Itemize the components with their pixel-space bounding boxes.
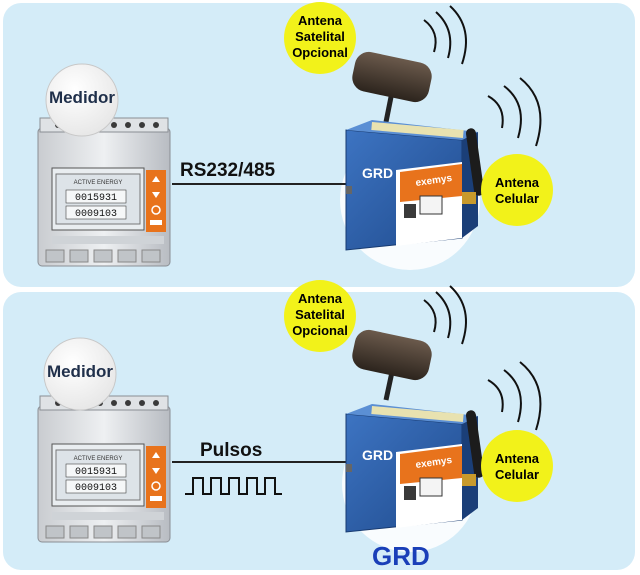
top-row: ACTIVE ENERGY 0015931 0009103 xyxy=(37,2,553,270)
grd-device: GRD exemys xyxy=(345,404,478,533)
energy-meter: ACTIVE ENERGY 0015931 0009103 xyxy=(37,395,171,543)
pulse-waveform xyxy=(185,477,282,495)
satellite-label-line-3: Opcional xyxy=(292,45,348,60)
satellite-callout xyxy=(284,2,356,74)
meter-bubble xyxy=(45,63,119,137)
cellular-waves xyxy=(487,77,542,147)
meter-reading-1: 0015931 xyxy=(75,467,117,478)
satellite-waves xyxy=(423,285,467,345)
satellite-antenna-label: Antena Satelital Opcional xyxy=(284,291,356,339)
device-label: GRD xyxy=(362,447,393,463)
meter-label: Medidor xyxy=(48,88,116,107)
cellular-callout xyxy=(481,430,553,502)
satellite-label-line-1: Antena xyxy=(297,291,343,306)
cellular-label-line-1: Antena xyxy=(494,451,540,466)
cellular-label-line-2: Celular xyxy=(494,191,540,206)
meter-reading-2: 0009103 xyxy=(75,483,117,494)
satellite-label-line-2: Satelital xyxy=(295,29,345,44)
meter-reading-2: 0009103 xyxy=(75,209,117,220)
meter-reading-1: 0015931 xyxy=(75,193,117,204)
satellite-antenna xyxy=(352,329,432,401)
satellite-label-line-1: Antena xyxy=(297,13,343,28)
device-brand: exemys xyxy=(415,173,453,189)
pulse-label: Pulsos xyxy=(200,440,263,461)
rs232-label: RS232/485 xyxy=(180,160,276,181)
meter-label: Medidor xyxy=(46,362,114,381)
device-brand: exemys xyxy=(415,455,453,471)
satellite-waves xyxy=(423,5,467,65)
cellular-label-line-2: Celular xyxy=(494,467,540,482)
device-label: GRD xyxy=(362,165,393,181)
cellular-callout xyxy=(481,154,553,226)
satellite-antenna xyxy=(352,51,432,123)
grd-device: GRD exemys xyxy=(345,120,478,251)
footer-title: GRD xyxy=(372,541,430,571)
satellite-label-line-2: Satelital xyxy=(295,307,345,322)
cellular-antenna-label: Antena Celular xyxy=(481,175,553,207)
meter-screen-title: ACTIVE ENERGY xyxy=(74,180,123,186)
cellular-antenna xyxy=(462,128,485,204)
satellite-label-line-3: Opcional xyxy=(292,323,348,338)
cellular-antenna xyxy=(462,410,485,486)
meter-screen-title: ACTIVE ENERGY xyxy=(74,456,123,462)
cellular-waves xyxy=(487,361,542,431)
energy-meter: ACTIVE ENERGY 0015931 0009103 xyxy=(37,117,171,267)
cellular-label-line-1: Antena xyxy=(494,175,540,190)
meter-bubble xyxy=(43,337,117,411)
satellite-callout xyxy=(284,280,356,352)
satellite-antenna-label: Antena Satelital Opcional xyxy=(284,13,356,61)
cellular-antenna-label: Antena Celular xyxy=(481,451,553,483)
bottom-row: ACTIVE ENERGY 0015931 0009103 xyxy=(37,280,553,552)
